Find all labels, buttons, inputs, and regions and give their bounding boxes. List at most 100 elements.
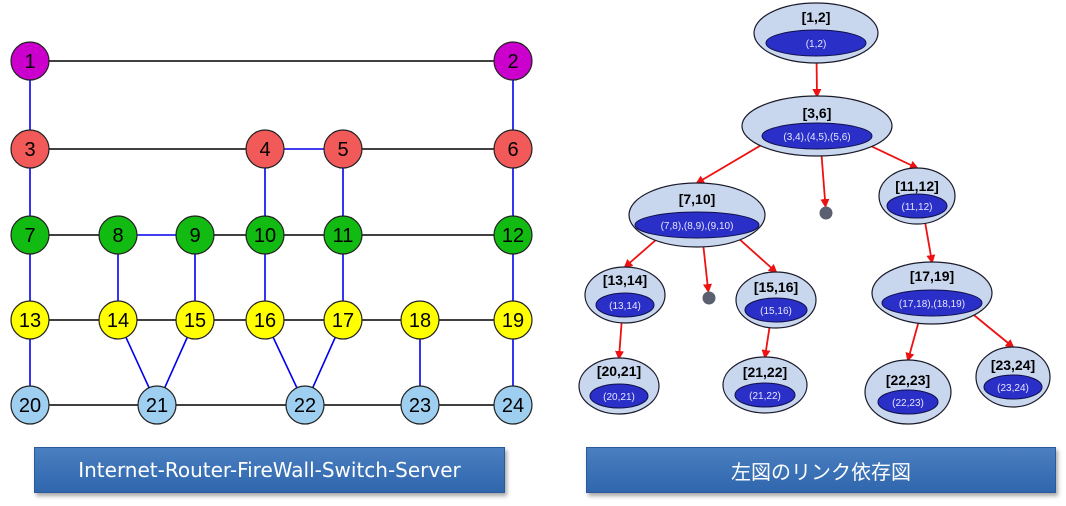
node-15: 15 bbox=[175, 300, 215, 340]
node-label: 5 bbox=[337, 139, 348, 161]
node-label: 11 bbox=[333, 225, 354, 247]
tree-node-title: [23,24] bbox=[991, 357, 1035, 373]
node-circle bbox=[323, 129, 363, 169]
node-22: 22 bbox=[285, 385, 325, 425]
tree-node-title: [1,2] bbox=[802, 9, 831, 25]
tree-node-links: (13,14) bbox=[609, 301, 641, 312]
tree-node-inner bbox=[761, 122, 873, 150]
node-12: 12 bbox=[493, 215, 533, 255]
tree-node-title: [7,10] bbox=[679, 191, 716, 207]
tree-node-inner bbox=[886, 193, 948, 219]
node-3: 3 bbox=[10, 129, 50, 169]
node-label: 16 bbox=[254, 310, 276, 332]
tree-node-links: (22,23) bbox=[892, 398, 924, 409]
node-2: 2 bbox=[493, 41, 533, 81]
node-23: 23 bbox=[400, 385, 440, 425]
node-circle bbox=[175, 215, 215, 255]
node-13: 13 bbox=[10, 300, 50, 340]
node-4: 4 bbox=[245, 129, 285, 169]
tree-node-n1719: [17,19](17,18),(18,19) bbox=[871, 261, 993, 325]
node-label: 1 bbox=[24, 51, 35, 73]
tree-node-inner bbox=[881, 289, 983, 317]
node-label: 21 bbox=[146, 395, 168, 417]
tree-node-n2021: [20,21] (20,21) bbox=[578, 357, 660, 415]
tree-node-n1314: [13,14] (13,14) bbox=[584, 266, 666, 324]
node-label: 2 bbox=[507, 51, 518, 73]
node-5: 5 bbox=[323, 129, 363, 169]
node-label: 22 bbox=[294, 395, 316, 417]
node-circle bbox=[10, 41, 50, 81]
tree-node-links: (20,21) bbox=[603, 392, 635, 403]
node-label: 24 bbox=[502, 395, 524, 417]
tree-node-links: (15,16) bbox=[760, 306, 792, 317]
tree-node-title: [20,21] bbox=[597, 363, 641, 379]
tree-node-links: (23,24) bbox=[997, 383, 1029, 394]
node-circle bbox=[493, 385, 533, 425]
node-circle bbox=[10, 300, 50, 340]
tree-node-links: (7,8),(8,9),(9,10) bbox=[661, 221, 734, 232]
tree-node-n1516: [15,16] (15,16) bbox=[735, 271, 817, 329]
tree-node-inner bbox=[765, 29, 867, 57]
network-caption: Internet-Router-FireWall-Switch-Server bbox=[34, 447, 505, 493]
node-circle bbox=[10, 129, 50, 169]
node-24: 24 bbox=[493, 385, 533, 425]
node-label: 14 bbox=[107, 310, 129, 332]
node-label: 7 bbox=[24, 225, 35, 247]
node-circle bbox=[493, 300, 533, 340]
node-label: 4 bbox=[259, 139, 270, 161]
tree-node-inner bbox=[734, 382, 796, 408]
tree-node-n2223: [22,23](22,23) bbox=[864, 359, 952, 425]
node-circle bbox=[10, 215, 50, 255]
node-label: 23 bbox=[409, 395, 431, 417]
tree-node-n2122: [21,22](21,22) bbox=[722, 356, 808, 414]
node-18: 18 bbox=[400, 300, 440, 340]
node-7: 7 bbox=[10, 215, 50, 255]
node-circle bbox=[98, 215, 138, 255]
node-1: 1 bbox=[10, 41, 50, 81]
node-label: 13 bbox=[19, 310, 41, 332]
node-21: 21 bbox=[137, 385, 177, 425]
tree-node-n36: [3,6](3,4),(4,5),(5,6) bbox=[741, 95, 893, 157]
link-dependency-tree: [1,2] (1,2) [3,6](3,4),(4,5),(5,6) [7,10] (7… bbox=[578, 2, 1051, 425]
node-circle bbox=[98, 300, 138, 340]
tree-node-title: [13,14] bbox=[603, 272, 647, 288]
tree-node-title: [3,6] bbox=[803, 105, 832, 121]
node-label: 19 bbox=[502, 310, 524, 332]
tree-node-inner bbox=[877, 389, 939, 415]
node-9: 9 bbox=[175, 215, 215, 255]
node-circle bbox=[400, 385, 440, 425]
tree-node-links: (1,2) bbox=[806, 39, 827, 50]
node-circle bbox=[245, 215, 285, 255]
node-circle bbox=[493, 41, 533, 81]
tree-node-inner bbox=[744, 297, 808, 323]
node-label: 8 bbox=[112, 225, 123, 247]
tree-node-title: [15,16] bbox=[754, 279, 798, 295]
node-label: 12 bbox=[502, 225, 524, 247]
node-circle bbox=[10, 385, 50, 425]
empty-leaf-leafB bbox=[702, 291, 716, 305]
tree-node-n2324: [23,24] (23,24) bbox=[975, 346, 1051, 408]
node-circle bbox=[493, 129, 533, 169]
node-label: 6 bbox=[507, 139, 518, 161]
node-circle bbox=[245, 129, 285, 169]
tree-node-title: [11,12] bbox=[895, 178, 939, 194]
tree-node-inner bbox=[634, 211, 760, 239]
node-label: 9 bbox=[189, 225, 200, 247]
node-circle bbox=[493, 215, 533, 255]
node-11: 11 bbox=[323, 215, 363, 255]
tree-node-inner bbox=[595, 292, 655, 318]
node-label: 17 bbox=[332, 310, 354, 332]
node-circle bbox=[285, 385, 325, 425]
tree-node-title: [17,19] bbox=[910, 268, 954, 284]
node-circle bbox=[137, 385, 177, 425]
node-circle bbox=[323, 300, 363, 340]
node-14: 14 bbox=[98, 300, 138, 340]
tree-caption: 左図のリンク依存図 bbox=[586, 447, 1056, 493]
tree-node-n710: [7,10] (7,8),(8,9),(9,10) bbox=[628, 182, 766, 248]
node-label: 18 bbox=[409, 310, 431, 332]
tree-node-inner bbox=[983, 374, 1043, 400]
tree-node-n1112: [11,12](11,12) bbox=[878, 167, 956, 225]
node-label: 15 bbox=[184, 310, 206, 332]
tree-node-title: [21,22] bbox=[743, 364, 787, 380]
